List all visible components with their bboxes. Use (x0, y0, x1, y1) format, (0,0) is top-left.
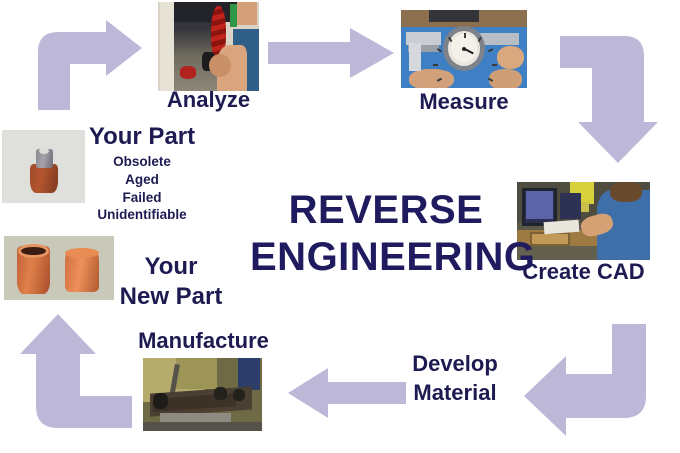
analyze-photo (158, 2, 259, 91)
arrow-analyze-to-measure (268, 28, 394, 78)
develop-material-line1: Develop (412, 351, 498, 376)
your-part-title: Your Part (88, 123, 196, 150)
your-new-part-line2: New Part (119, 282, 223, 310)
your-part-attr-obsolete: Obsolete (113, 153, 171, 169)
manufacture-photo (143, 358, 262, 431)
page-title-line2: ENGINEERING (250, 234, 536, 279)
arrow-manufacture-to-newpart (20, 314, 132, 428)
your-part-attr-failed: Failed (122, 189, 162, 205)
your-new-part-line1: Your (144, 253, 198, 280)
step-label-measure: Measure (419, 89, 509, 114)
dial-tick (463, 32, 466, 38)
arrow-part-to-analyze (38, 20, 142, 110)
your-part-block: Your Part Obsolete Aged Failed Unidentif… (82, 124, 202, 224)
your-new-part-photo (4, 236, 114, 300)
your-new-part-block: Your New Part (112, 254, 230, 310)
step-label-manufacture: Manufacture (138, 328, 269, 353)
step-label-develop-material: Develop Material (394, 352, 516, 405)
create-cad-photo (517, 182, 650, 260)
step-label-create-cad: Create CAD (522, 259, 645, 284)
dial-tick (491, 63, 497, 66)
arrow-material-to-manufacture (288, 368, 406, 418)
your-part-attr-unidentifiable: Unidentifiable (97, 207, 187, 223)
dial-tick (477, 36, 482, 42)
arrow-cad-to-material (524, 324, 646, 436)
your-part-attr-aged: Aged (125, 171, 159, 187)
dial-tick (448, 36, 453, 42)
measure-photo (401, 10, 527, 88)
develop-material-line2: Material (413, 379, 497, 405)
step-label-analyze: Analyze (166, 87, 251, 112)
page-title: REVERSE ENGINEERING (250, 188, 536, 280)
your-part-photo (2, 130, 85, 203)
page-title-line1: REVERSE (288, 188, 484, 232)
dial-tick (432, 63, 438, 66)
arrow-measure-to-cad (560, 36, 658, 163)
